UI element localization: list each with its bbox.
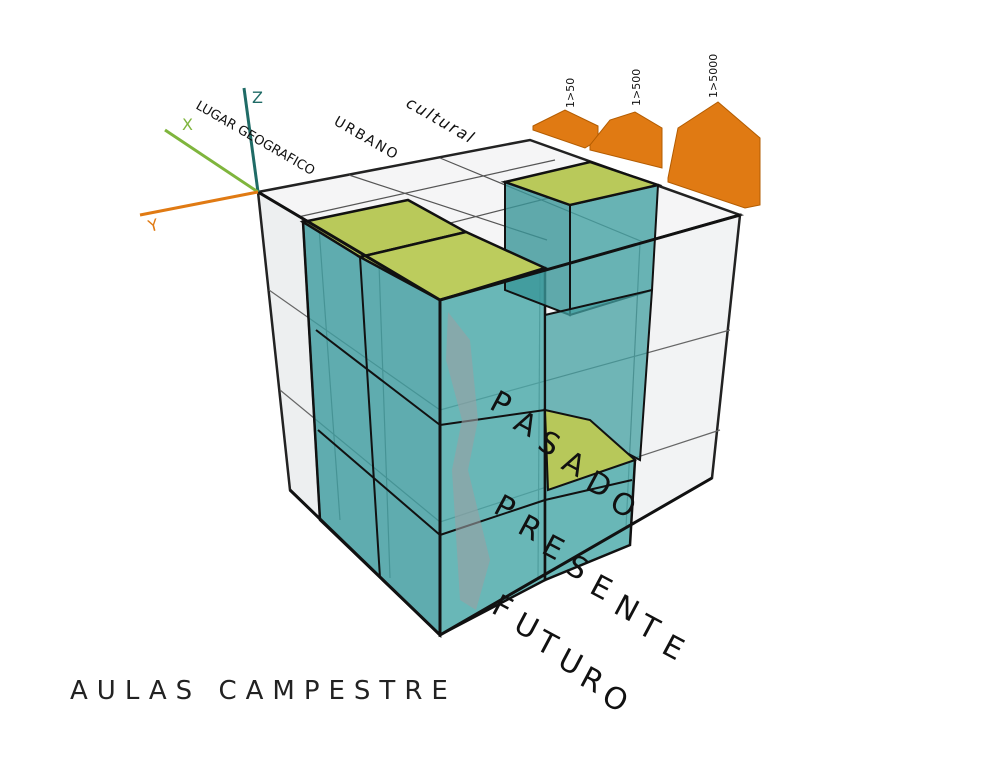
y-axis-label: Y bbox=[145, 215, 161, 236]
scale-icons: 1>50 1>500 1>5000 bbox=[532, 54, 761, 209]
scale-1-50-icon bbox=[532, 109, 599, 149]
axes: Z X Y bbox=[139, 87, 263, 236]
z-axis-label: Z bbox=[252, 88, 263, 107]
label-futuro: FUTURO bbox=[486, 588, 633, 720]
scale-label-1-50: 1>50 bbox=[564, 78, 577, 108]
scale-1-5000-icon bbox=[667, 101, 761, 209]
scale-label-1-500: 1>500 bbox=[630, 69, 643, 106]
page-title: AULAS CAMPESTRE bbox=[70, 676, 457, 706]
x-axis-line bbox=[164, 128, 259, 194]
teal-grid bbox=[302, 221, 633, 579]
y-axis-line bbox=[139, 190, 259, 217]
x-axis-label: X bbox=[182, 115, 193, 134]
lime-cap-back bbox=[500, 160, 663, 207]
shadow-stripe bbox=[446, 312, 490, 610]
scale-1-500-icon bbox=[589, 111, 663, 169]
label-urbano: URBANO bbox=[331, 114, 402, 164]
lime-cap-step bbox=[543, 408, 637, 492]
scale-label-1-5000: 1>5000 bbox=[707, 54, 720, 98]
z-axis-line bbox=[242, 87, 260, 193]
cube-edges bbox=[257, 190, 741, 637]
label-cultural: cultural bbox=[403, 93, 479, 148]
